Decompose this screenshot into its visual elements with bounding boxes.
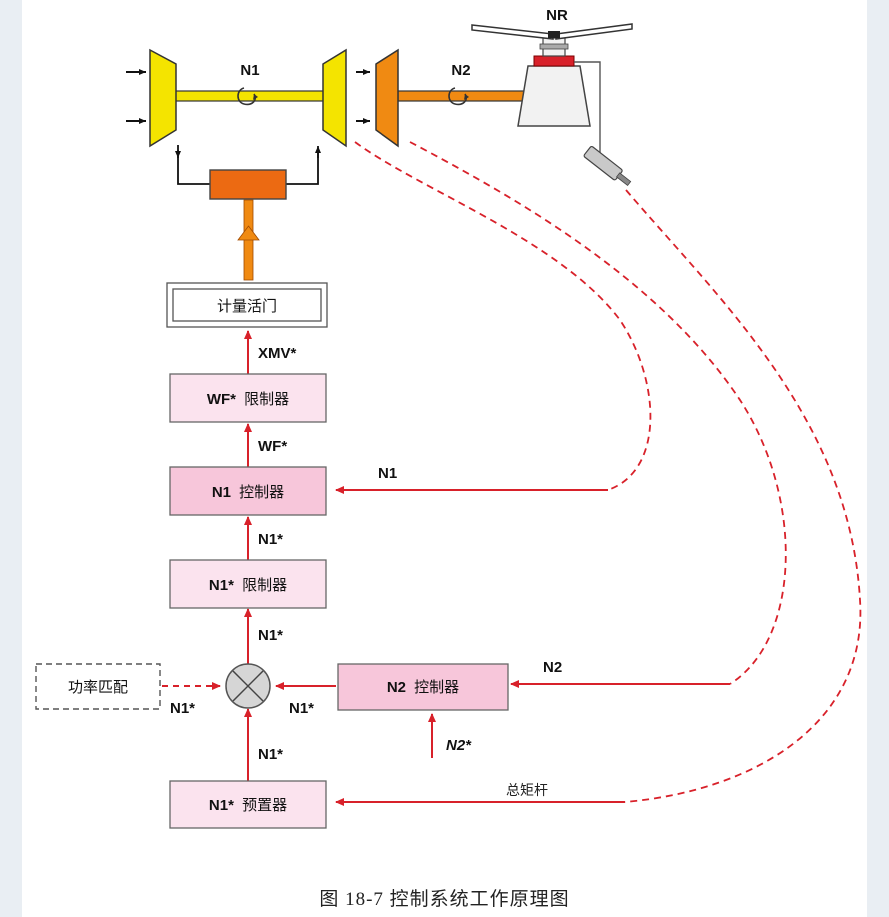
n2-controller-text: 控制器 xyxy=(414,679,459,696)
n1-rotation-icon xyxy=(237,87,257,106)
signal-collective-label: 总矩杆 xyxy=(506,782,548,798)
svg-text:N1* 限制器: N1* 限制器 xyxy=(209,577,287,594)
svg-text:N1* 预置器: N1* 预置器 xyxy=(209,797,287,814)
collective-linkage xyxy=(574,61,601,160)
n1-rotation-arrowhead-icon xyxy=(253,94,258,100)
svg-text:N2 控制器: N2 控制器 xyxy=(387,679,459,696)
signal-n1-star-left-label: N1* xyxy=(170,700,195,717)
metering-valve-box: 计量活门 xyxy=(166,282,328,328)
engine-power-turbine: N2 NR xyxy=(356,7,633,187)
n2-controller-box: N2 控制器 xyxy=(337,663,509,711)
rotor-hub-base xyxy=(533,55,575,67)
signal-xmv-label: XMV* xyxy=(258,345,297,362)
n1-shaft-label: N1 xyxy=(240,62,259,79)
n2-shaft-label: N2 xyxy=(451,62,470,79)
n2-controller-bold: N2 xyxy=(387,679,406,696)
combustor xyxy=(209,169,287,200)
power-turbine xyxy=(375,48,399,148)
rotor-label: NR xyxy=(546,7,568,24)
signal-n2-reference-label: N2* xyxy=(446,737,472,754)
rotor-head xyxy=(548,31,560,38)
n2-shaft xyxy=(397,90,525,102)
svg-text:N1 控制器: N1 控制器 xyxy=(212,484,284,501)
n1-controller-box: N1 控制器 xyxy=(169,466,327,516)
power-match-label: 功率匹配 xyxy=(68,679,128,696)
n1-feedback-dashed xyxy=(354,141,652,491)
signal-n1-star-b-label: N1* xyxy=(258,627,283,644)
swashplate xyxy=(539,43,569,50)
fuel-flow-arrow-icon xyxy=(237,225,260,241)
n1-controller-bold: N1 xyxy=(212,484,231,501)
svg-text:WF* 限制器: WF* 限制器 xyxy=(207,391,289,408)
n1-presetter-bold: N1* xyxy=(209,797,234,814)
rotor-blade-left xyxy=(471,24,554,40)
main-gearbox xyxy=(517,65,591,127)
n1-limiter-box: N1* 限制器 xyxy=(169,559,327,609)
signal-n1-feedback-label: N1 xyxy=(378,465,397,482)
power-match-box: 功率匹配 xyxy=(35,663,161,710)
main-chain-arrows xyxy=(244,330,730,806)
wf-limiter-box: WF* 限制器 xyxy=(169,373,327,423)
n1-limiter-bold: N1* xyxy=(209,577,234,594)
combustor-duct-left xyxy=(177,150,212,185)
n1-presetter-box: N1* 预置器 xyxy=(169,780,327,829)
n2-rotation-icon xyxy=(448,87,468,106)
combustor-duct-right xyxy=(284,152,319,185)
n1-shaft xyxy=(169,90,325,102)
n1-controller-text: 控制器 xyxy=(239,484,284,501)
metering-valve-label: 计量活门 xyxy=(217,298,277,315)
signal-n1-star-mid-label: N1* xyxy=(289,700,314,717)
page-sheet xyxy=(22,0,867,917)
compressor xyxy=(149,48,177,148)
signal-n1-star-a-label: N1* xyxy=(258,531,283,548)
n2-feedback-dashed xyxy=(409,141,787,685)
collective-lever-icon xyxy=(583,145,632,187)
summing-junction xyxy=(225,663,271,709)
wf-limiter-text: 限制器 xyxy=(244,391,289,408)
signal-n2-feedback-label: N2 xyxy=(543,659,562,676)
rotor-blade-right xyxy=(555,23,633,40)
n2-rotation-arrowhead-icon xyxy=(464,94,469,100)
feedback-signal-lines xyxy=(354,141,862,803)
engine-gas-generator: N1 xyxy=(126,48,347,281)
signal-n1-star-bottom-label: N1* xyxy=(258,746,283,763)
n1-limiter-text: 限制器 xyxy=(242,577,287,594)
gas-generator-turbine xyxy=(322,48,347,148)
figure-caption: 图 18-7 控制系统工作原理图 xyxy=(319,889,570,910)
collective-feedback-dashed xyxy=(624,189,862,803)
wf-limiter-bold: WF* xyxy=(207,391,236,408)
n1-presetter-text: 预置器 xyxy=(242,797,287,814)
signal-wf-label: WF* xyxy=(258,438,287,455)
